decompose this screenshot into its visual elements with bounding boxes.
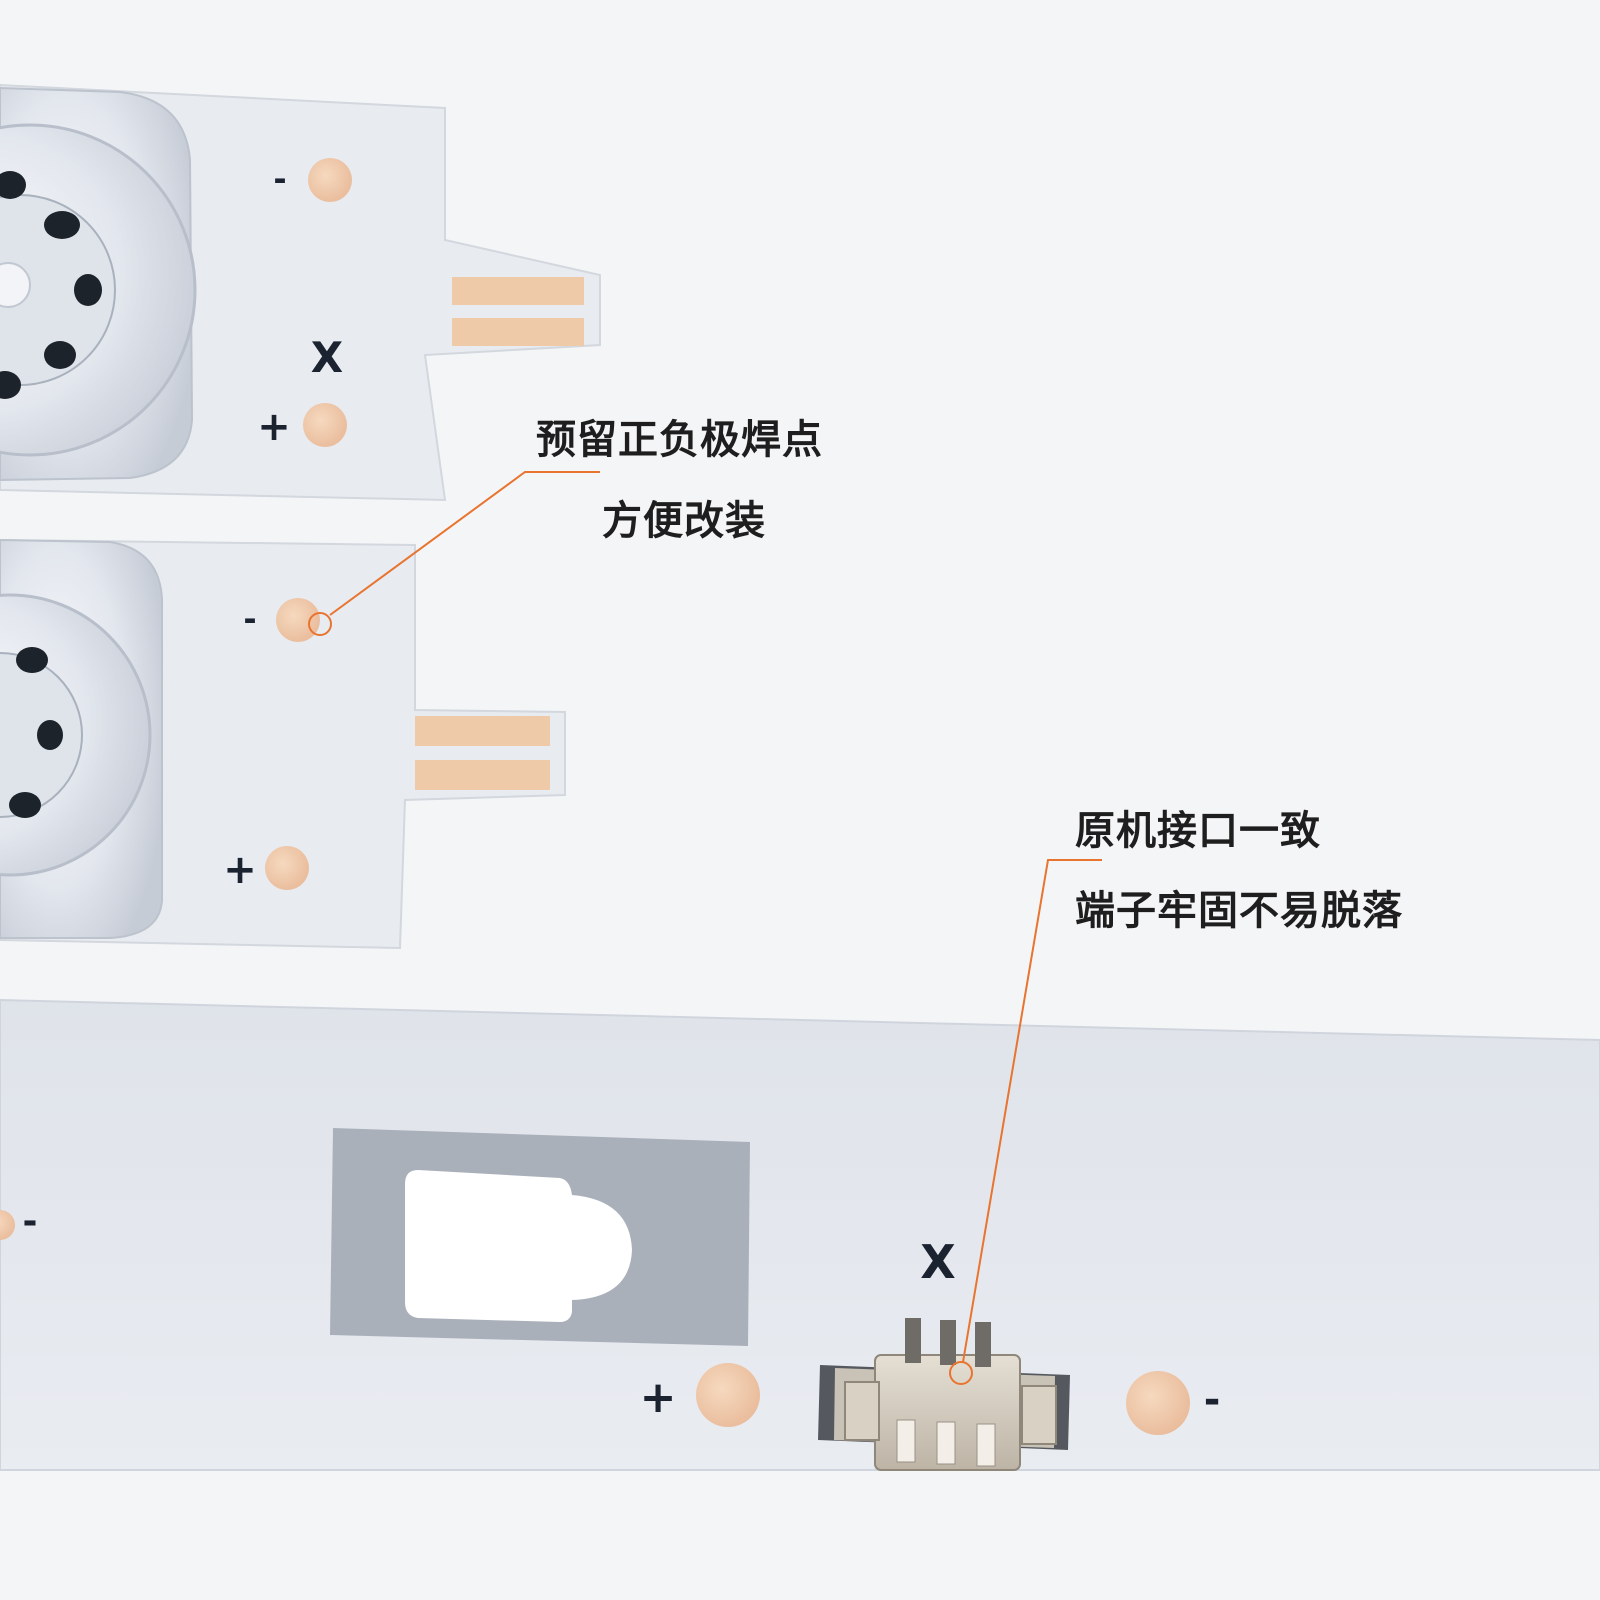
- connector-pin: [975, 1322, 991, 1367]
- callout-bottom-pointer: [949, 859, 1102, 1385]
- wire-connector: [818, 1318, 1070, 1471]
- led-strip-middle: - +: [0, 538, 566, 950]
- led-strip-top: - + X: [0, 83, 601, 502]
- lens-center-icon: [0, 262, 31, 308]
- connector-slot: [936, 1421, 956, 1465]
- minus-mark: -: [273, 160, 286, 198]
- minus-mark: -: [243, 600, 256, 638]
- callout-top-line: [329, 471, 600, 616]
- callout-top-line1: 预留正负极焊点: [536, 417, 823, 463]
- contact-finger: [452, 318, 584, 346]
- plus-mark: +: [223, 847, 257, 893]
- callout-bottom-marker: [949, 1361, 973, 1385]
- lens-hole-icon: [0, 171, 26, 199]
- connector-pin: [940, 1320, 956, 1365]
- lens-hole-icon: [44, 341, 76, 369]
- callout-top-line2: 方便改装: [602, 498, 766, 544]
- contact-finger: [452, 277, 584, 305]
- callout-bottom-line2: 端子牢固不易脱落: [1075, 888, 1403, 934]
- contact-finger: [415, 716, 550, 746]
- mounting-hole: [405, 1170, 632, 1322]
- minus-mark: -: [23, 1201, 38, 1242]
- solder-pad-minus-right: [1126, 1371, 1190, 1435]
- solder-pad-plus: [696, 1363, 760, 1427]
- solder-pad-minus: [276, 598, 320, 642]
- callout-top-pointer: [308, 471, 600, 636]
- plus-mark: +: [257, 404, 291, 450]
- plus-mark: +: [640, 1372, 677, 1423]
- solder-pad-plus: [265, 846, 309, 890]
- x-mark: X: [920, 1235, 955, 1289]
- minus-mark: -: [1204, 1377, 1221, 1423]
- lens-hole-icon: [16, 647, 48, 673]
- lens-hole-icon: [44, 211, 80, 239]
- connector-slot: [976, 1423, 996, 1467]
- led-strip-bottom: - + - X: [0, 998, 1600, 1471]
- callout-bottom-line: [962, 859, 1102, 1363]
- lens-hole-icon: [74, 274, 102, 306]
- strip-bottom-board: [0, 998, 1600, 1471]
- x-mark: X: [311, 333, 343, 382]
- lens-hole-icon: [9, 792, 41, 818]
- connector-pin: [905, 1318, 921, 1363]
- callout-top-marker: [308, 612, 332, 636]
- solder-pad-minus: [308, 158, 352, 202]
- contact-finger: [415, 760, 550, 790]
- solder-pad-minus-left: [0, 1210, 15, 1240]
- connector-slot: [896, 1419, 916, 1463]
- solder-pad-plus: [303, 403, 347, 447]
- connector-latch: [1021, 1385, 1057, 1445]
- lens-hole-icon: [37, 720, 63, 750]
- lens-hole-icon: [0, 371, 21, 399]
- callout-bottom-line1: 原机接口一致: [1075, 808, 1321, 854]
- connector-latch: [844, 1381, 880, 1441]
